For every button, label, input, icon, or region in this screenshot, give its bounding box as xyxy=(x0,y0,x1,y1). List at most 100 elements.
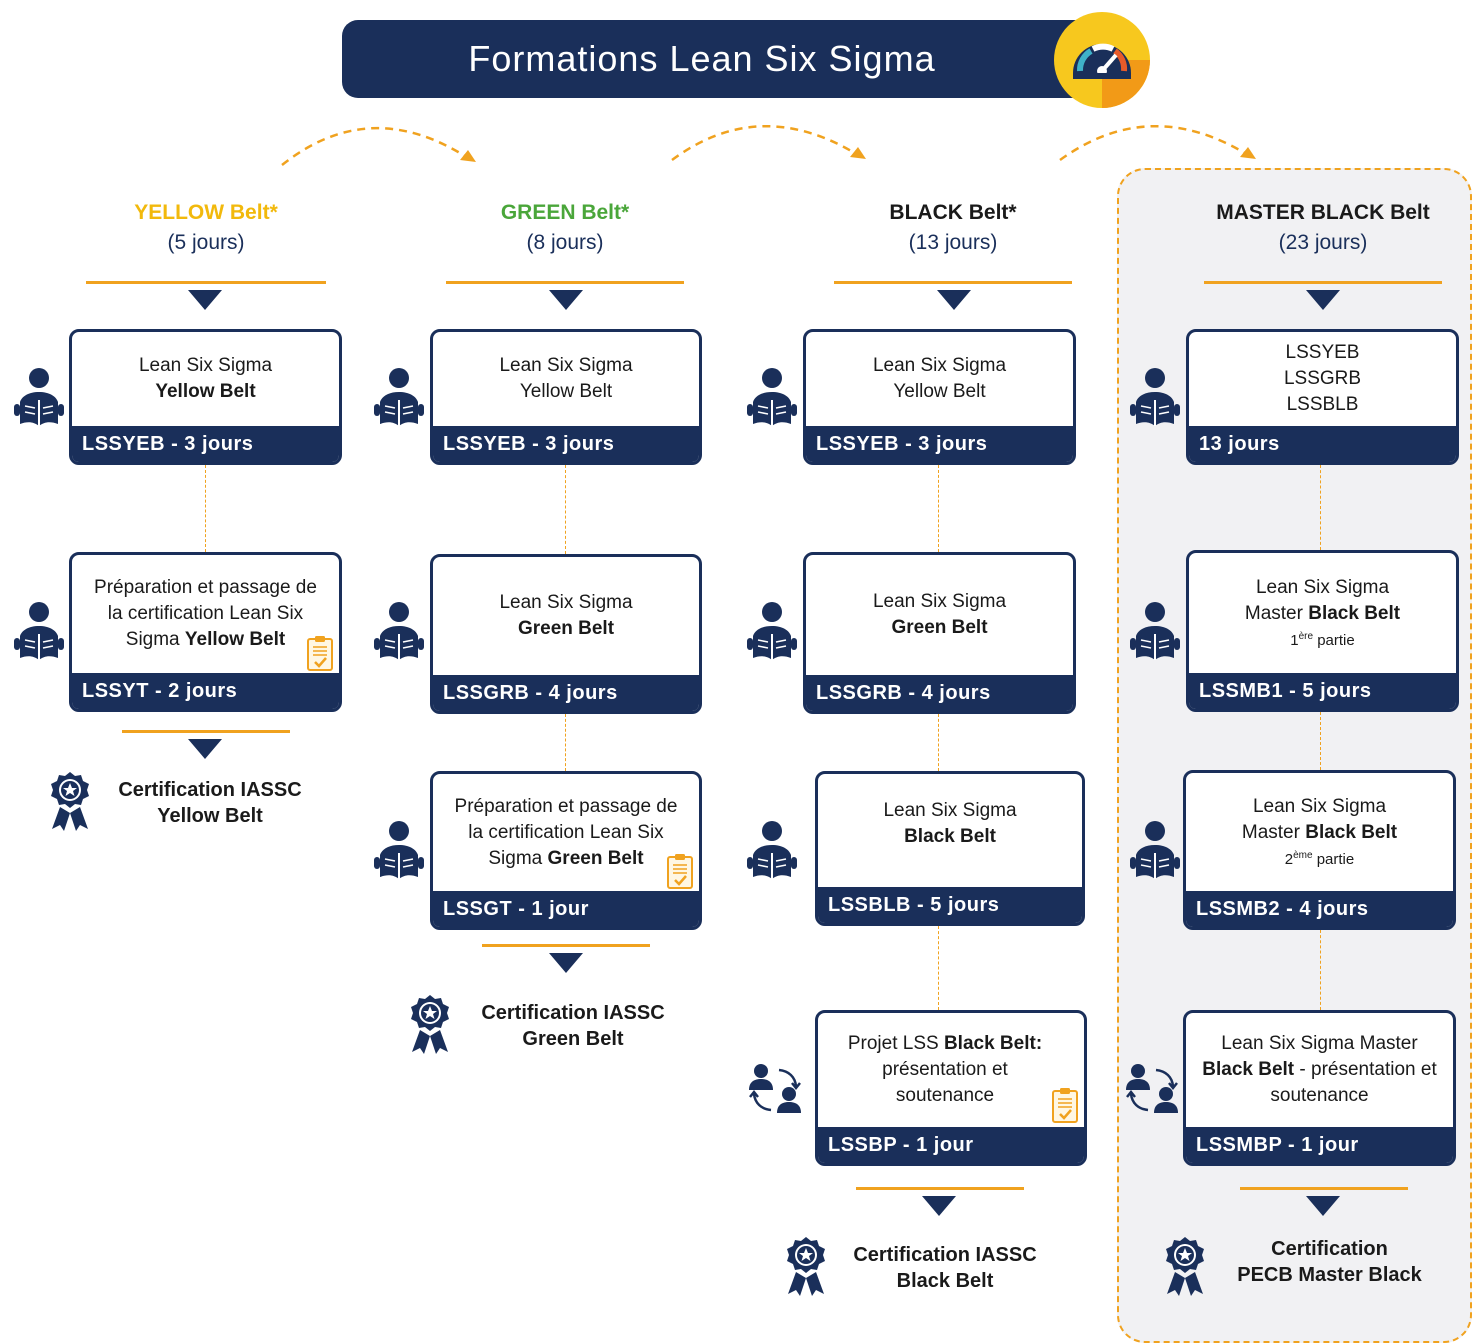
card-line-part: 1 xyxy=(1290,632,1299,649)
course-card: Préparation et passage de la certificati… xyxy=(430,771,702,930)
card-footer: LSSYT - 2 jours xyxy=(72,673,339,709)
course-card: Lean Six Sigma Master Black Belt 2ème pa… xyxy=(1183,770,1456,930)
award-ribbon-icon xyxy=(787,1237,825,1296)
belt-duration: (8 jours) xyxy=(526,231,604,254)
course-card: LSSYEB LSSGRB LSSBLB 13 jours xyxy=(1186,329,1459,465)
card-line-bold: Green Belt xyxy=(517,618,615,639)
cert-line: Certification IASSC xyxy=(118,779,302,801)
divider xyxy=(856,1187,1024,1190)
cert-line: Certification IASSC xyxy=(853,1244,1037,1266)
certification-label: Certification IASSC Green Belt xyxy=(458,1000,688,1052)
belt-name: YELLOW Belt* xyxy=(134,201,278,224)
card-footer: LSSGRB - 4 jours xyxy=(806,675,1073,711)
cert-line: Certification IASSC xyxy=(481,1002,665,1024)
down-arrow-icon xyxy=(1306,290,1340,310)
card-line-bold: Black Belt: xyxy=(943,1033,1043,1054)
clipboard-check-icon xyxy=(1052,1087,1078,1123)
card-line-part: - présentation et xyxy=(1294,1059,1437,1080)
connector xyxy=(205,465,206,552)
card-line: Lean Six Sigma xyxy=(872,591,1007,612)
column-black-header: BLACK Belt* (13 jours) xyxy=(834,198,1072,258)
divider xyxy=(86,281,326,284)
course-card: Projet LSS Black Belt: présentation et s… xyxy=(815,1010,1087,1166)
card-line: Yellow Belt xyxy=(519,381,613,402)
course-card: Lean Six Sigma Master Black Belt - prése… xyxy=(1183,1010,1456,1166)
course-card: Lean Six Sigma Black Belt LSSBLB - 5 jou… xyxy=(815,771,1085,926)
card-line-part: Sigma xyxy=(125,629,185,650)
card-line: Lean Six Sigma xyxy=(499,355,633,376)
card-line: la certification Lean Six xyxy=(468,821,664,843)
card-line-bold: Yellow Belt xyxy=(184,629,286,650)
certification-label: Certification PECB Master Black xyxy=(1212,1236,1447,1288)
course-card: Lean Six Sigma Green Belt LSSGRB - 4 jou… xyxy=(430,554,702,714)
card-line: Black Belt - présentation et xyxy=(1202,1057,1436,1083)
card-line: Lean Six Sigma xyxy=(883,800,1017,821)
card-line-part: Master xyxy=(1241,822,1306,843)
clipboard-check-icon xyxy=(307,635,333,671)
card-footer: LSSGT - 1 jour xyxy=(433,891,699,927)
card-line-bold: Black Belt xyxy=(1202,1059,1295,1080)
certification-label: Certification IASSC Yellow Belt xyxy=(95,777,325,829)
divider xyxy=(834,281,1072,284)
ordinal-sup: ère xyxy=(1298,631,1314,642)
person-reading-icon xyxy=(1130,367,1180,427)
cert-line: Green Belt xyxy=(522,1028,624,1050)
card-line-part: Master xyxy=(1244,603,1309,624)
card-line: LSSBLB xyxy=(1286,394,1359,415)
card-footer: LSSYEB - 3 jours xyxy=(433,426,699,462)
card-line-part: 2 xyxy=(1284,851,1294,868)
card-footer: LSSMBP - 1 jour xyxy=(1186,1127,1453,1163)
down-arrow-icon xyxy=(188,739,222,759)
speedometer-icon xyxy=(1054,12,1150,108)
belt-name: MASTER BLACK Belt xyxy=(1216,201,1430,224)
course-card: Préparation et passage de la certificati… xyxy=(69,552,342,712)
card-footer: LSSBLB - 5 jours xyxy=(818,887,1082,923)
person-reading-icon xyxy=(14,367,64,427)
arrow-green-to-black xyxy=(671,124,859,162)
card-footer: LSSMB1 - 5 jours xyxy=(1189,673,1456,709)
course-card: Lean Six Sigma Yellow Belt LSSYEB - 3 jo… xyxy=(69,329,342,465)
card-line: soutenance xyxy=(1270,1085,1369,1106)
connector xyxy=(565,714,566,771)
card-line: 1ère partie xyxy=(1290,627,1355,651)
down-arrow-icon xyxy=(549,953,583,973)
divider xyxy=(1204,281,1442,284)
card-line-bold: Yellow Belt xyxy=(155,381,256,402)
down-arrow-icon xyxy=(937,290,971,310)
divider xyxy=(122,730,290,733)
card-line: soutenance xyxy=(895,1085,995,1106)
card-line: Sigma Green Belt xyxy=(488,846,643,872)
card-line: Master Black Belt xyxy=(1242,820,1397,846)
card-line: 2ème partie xyxy=(1285,846,1355,870)
person-reading-icon xyxy=(14,601,64,661)
column-green-header: GREEN Belt* (8 jours) xyxy=(446,198,684,258)
course-card: Lean Six Sigma Green Belt LSSGRB - 4 jou… xyxy=(803,552,1076,714)
card-line-bold: Black Belt xyxy=(904,826,996,847)
card-footer: 13 jours xyxy=(1189,426,1456,462)
cert-line: Black Belt xyxy=(896,1270,994,1292)
connector xyxy=(1320,712,1321,770)
connector xyxy=(565,465,566,554)
certification-label: Certification IASSC Black Belt xyxy=(830,1242,1060,1294)
connector xyxy=(938,926,939,1010)
person-reading-icon xyxy=(1130,601,1180,661)
card-line: Lean Six Sigma Master xyxy=(1221,1033,1418,1054)
card-line: présentation et xyxy=(882,1059,1008,1080)
award-ribbon-icon xyxy=(411,995,449,1054)
cert-line: Certification xyxy=(1271,1238,1388,1260)
card-line-bold: Black Belt xyxy=(1308,603,1401,624)
card-line-part: Projet LSS xyxy=(847,1033,944,1054)
person-reading-icon xyxy=(374,367,424,427)
ordinal-sup: ème xyxy=(1293,850,1313,861)
page-title: Formations Lean Six Sigma xyxy=(342,20,1102,98)
arrow-black-to-master xyxy=(1059,124,1249,162)
column-master-header: MASTER BLACK Belt (23 jours) xyxy=(1204,198,1442,258)
card-footer: LSSMB2 - 4 jours xyxy=(1186,891,1453,927)
card-footer: LSSGRB - 4 jours xyxy=(433,675,699,711)
card-line: la certification Lean Six xyxy=(107,603,304,624)
connector xyxy=(938,465,939,552)
connector xyxy=(1320,930,1321,1010)
card-line-part: Sigma xyxy=(488,847,548,869)
card-line: Sigma Yellow Belt xyxy=(126,627,285,653)
person-reading-icon xyxy=(747,601,797,661)
